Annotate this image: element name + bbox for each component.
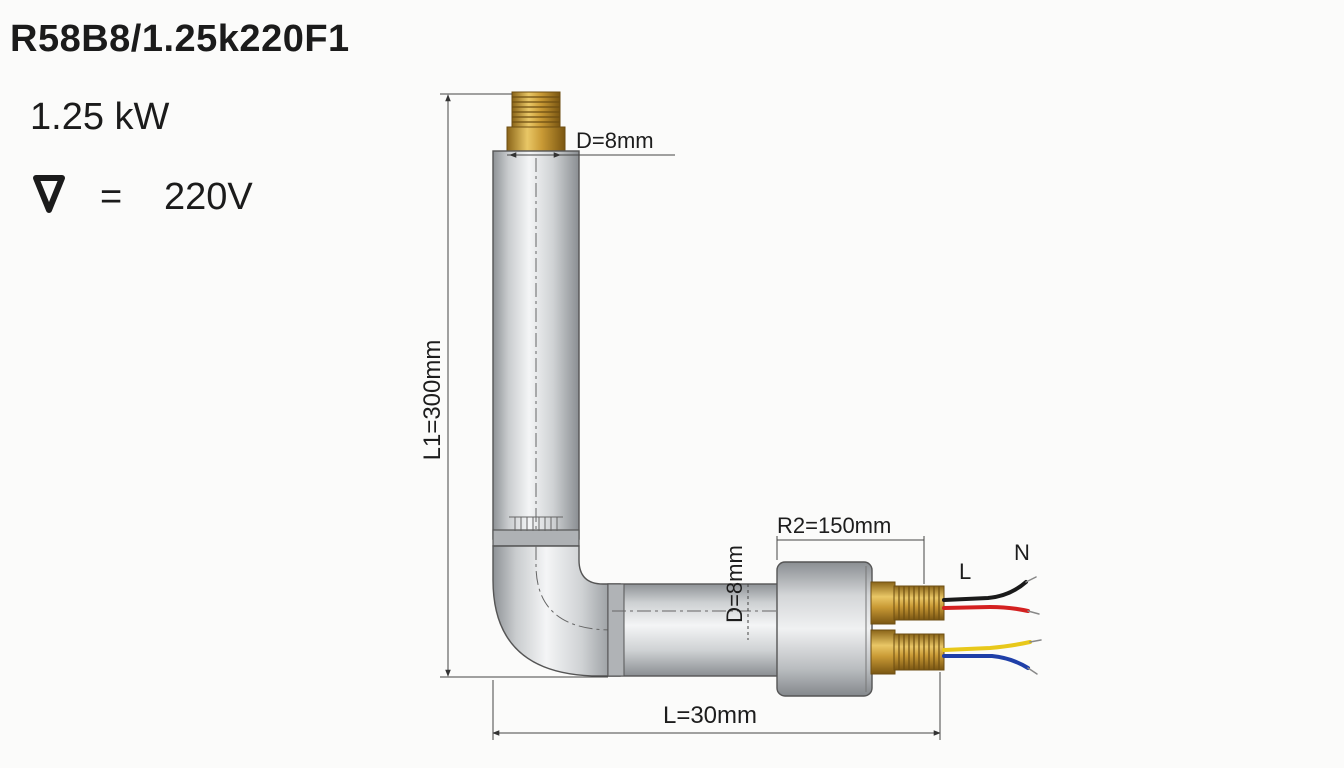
dimension-lines bbox=[440, 93, 941, 740]
top-threaded-fitting bbox=[506, 91, 566, 154]
model-title: R58B8/1.25k220F1 bbox=[10, 18, 350, 60]
voltage-value: 220V bbox=[164, 176, 253, 218]
vertical-tube bbox=[492, 150, 580, 547]
wire-red bbox=[942, 604, 1030, 613]
lead-wires bbox=[942, 576, 1042, 675]
terminal-fitting-lower bbox=[870, 629, 945, 675]
voltage-symbol-icon bbox=[33, 175, 65, 213]
dim-length-horizontal: L=30mm bbox=[663, 702, 757, 729]
voltage-equals: = bbox=[100, 176, 123, 218]
elbow-bend bbox=[492, 545, 621, 677]
terminal-fitting-upper bbox=[870, 581, 945, 625]
dim-diameter-top: D=8mm bbox=[576, 128, 654, 153]
terminal-label-live: L bbox=[959, 559, 971, 584]
dim-diameter-horizontal: D=8mm bbox=[722, 545, 747, 623]
wire-blue bbox=[942, 654, 1030, 670]
wire-black bbox=[942, 580, 1028, 602]
wire-yellow bbox=[942, 640, 1032, 652]
dim-length-vertical: L1=300mm bbox=[419, 340, 446, 461]
dim-radius: R2=150mm bbox=[777, 513, 891, 538]
power-rating: 1.25 kW bbox=[30, 96, 170, 138]
terminal-end-cap bbox=[776, 561, 873, 697]
horizontal-tube bbox=[607, 583, 781, 677]
terminal-label-neutral: N bbox=[1014, 540, 1030, 565]
